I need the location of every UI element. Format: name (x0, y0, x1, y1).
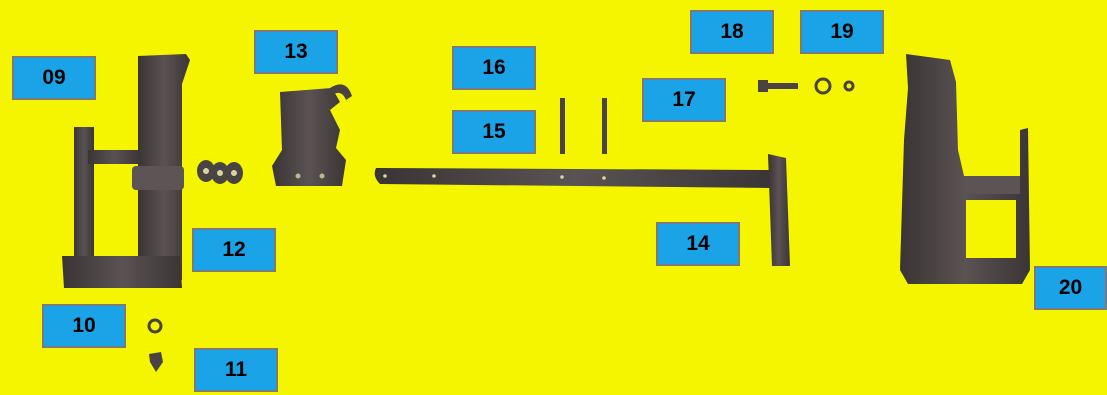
part-label-18: 18 (690, 10, 774, 54)
part-label-12: 12 (192, 228, 276, 272)
part-label-15: 15 (452, 110, 536, 154)
part-label-20: 20 (1034, 266, 1107, 310)
part-label-10: 10 (42, 304, 126, 348)
right-bracket (900, 54, 1030, 284)
small-nut (845, 82, 853, 90)
part-label-19: 19 (800, 10, 884, 54)
part-label-17: 17 (642, 78, 726, 122)
part-label-09: 09 (12, 56, 96, 100)
coupler-head (272, 84, 352, 186)
part-label-13: 13 (254, 30, 338, 74)
part-label-11: 11 (194, 348, 278, 392)
part-label-16: 16 (452, 46, 536, 90)
flat-washers (197, 160, 243, 184)
small-washer (149, 320, 161, 332)
nut (149, 352, 163, 372)
split-washer (816, 79, 830, 93)
pin (560, 98, 607, 154)
part-label-14: 14 (656, 222, 740, 266)
bolt (758, 80, 798, 92)
